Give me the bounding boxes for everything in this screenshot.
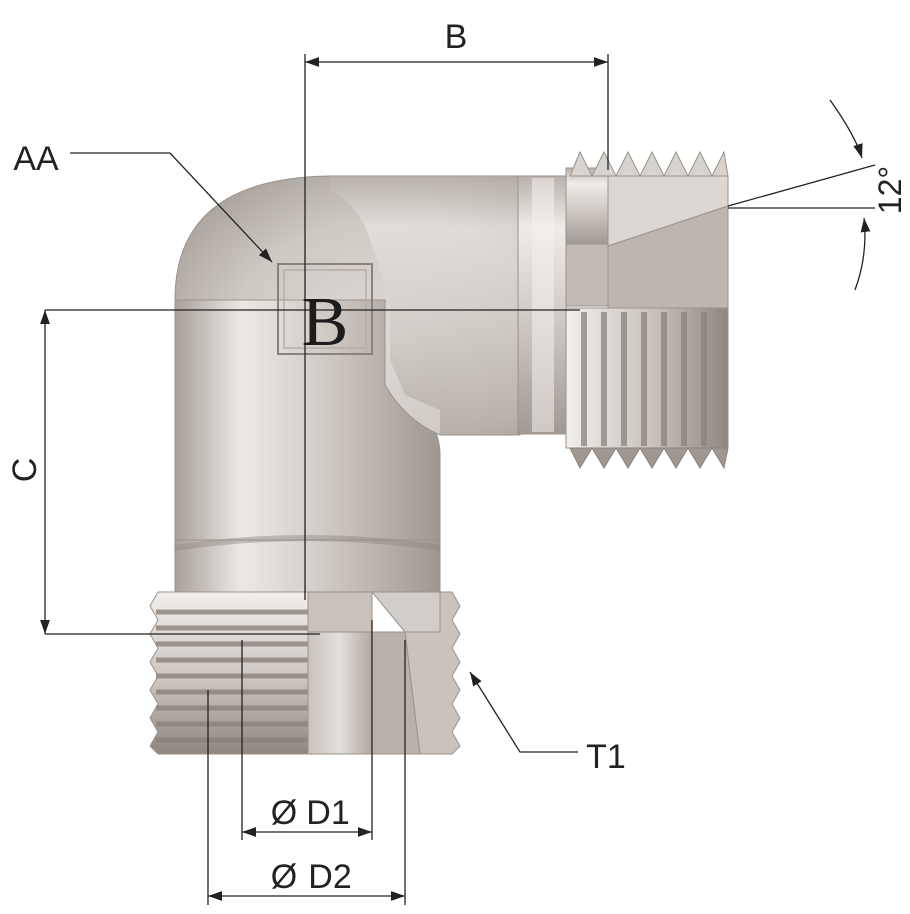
horizontal-thread (565, 150, 729, 470)
stamp-letter: B (302, 284, 349, 361)
diameter-symbol-d1: Ø (271, 794, 297, 832)
dimension-c-label: C (6, 458, 44, 483)
stamp-box: B (277, 263, 373, 361)
dimension-d2-label: D2 (308, 858, 351, 896)
dimension-b-label: B (445, 18, 468, 56)
vertical-collar (174, 539, 441, 593)
dimension-lines (40, 54, 876, 905)
horizontal-leg (330, 176, 520, 435)
callout-aa-label: AA (13, 140, 59, 178)
vertical-thread (149, 591, 461, 755)
dimension-d1-label: D1 (306, 794, 349, 832)
diameter-symbol-d2: Ø (271, 858, 297, 896)
angle-label: 12° (872, 166, 908, 214)
fitting-body (174, 175, 567, 593)
callout-t1-label: T1 (586, 738, 626, 776)
